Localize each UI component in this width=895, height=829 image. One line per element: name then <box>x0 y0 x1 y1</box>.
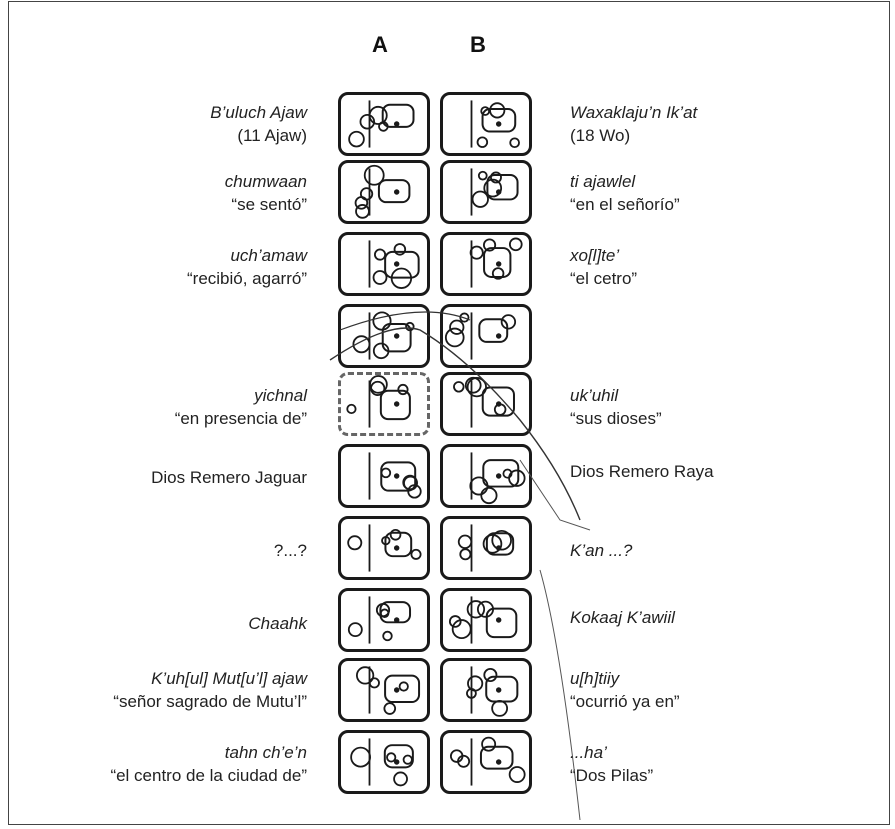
glyph-block-b5 <box>440 372 532 436</box>
gloss: Dios Remero Raya <box>570 460 714 483</box>
gloss: “ocurrió ya en” <box>570 690 680 713</box>
gloss: “recibió, agarró” <box>187 267 307 290</box>
translit: K’uh[ul] Mut[u’l] ajaw <box>113 667 307 690</box>
row-9-left: K’uh[ul] Mut[u’l] ajaw “señor sagrado de… <box>113 667 307 713</box>
glyph-block-a4 <box>338 304 430 368</box>
gloss: “el centro de la ciudad de” <box>110 764 307 787</box>
glyph-block-b2 <box>440 160 532 224</box>
gloss: “sus dioses” <box>570 407 662 430</box>
column-b-heading: B <box>470 32 486 58</box>
row-5-left: yichnal “en presencia de” <box>175 384 307 430</box>
glyph-block-b6 <box>440 444 532 508</box>
translit: u[h]tiiy <box>570 667 680 690</box>
translit: tahn ch’e’n <box>110 741 307 764</box>
gloss: (11 Ajaw) <box>210 124 307 147</box>
gloss: “en el señorío” <box>570 193 680 216</box>
row-5-right: uk’uhil “sus dioses” <box>570 384 662 430</box>
translit: xo[l]te’ <box>570 244 637 267</box>
glyph-block-a9 <box>338 658 430 722</box>
row-3-left: uch’amaw “recibió, agarró” <box>187 244 307 290</box>
gloss: “Dos Pilas” <box>570 764 653 787</box>
row-6-left: Dios Remero Jaguar <box>151 466 307 489</box>
gloss: “el cetro” <box>570 267 637 290</box>
row-1-right: Waxaklaju’n Ik’at (18 Wo) <box>570 101 697 147</box>
translit: uch’amaw <box>187 244 307 267</box>
row-10-right: ...ha’ “Dos Pilas” <box>570 741 653 787</box>
row-7-left: ?...? <box>274 539 307 562</box>
gloss: Dios Remero Jaguar <box>151 466 307 489</box>
row-2-left: chumwaan “se sentó” <box>225 170 307 216</box>
gloss: “señor sagrado de Mutu’l” <box>113 690 307 713</box>
gloss: “en presencia de” <box>175 407 307 430</box>
gloss: “se sentó” <box>225 193 307 216</box>
glyph-block-a10 <box>338 730 430 794</box>
translit: Kokaaj K’awiil <box>570 606 675 629</box>
translit: ti ajawlel <box>570 170 680 193</box>
row-9-right: u[h]tiiy “ocurrió ya en” <box>570 667 680 713</box>
column-a-heading: A <box>372 32 388 58</box>
translit: chumwaan <box>225 170 307 193</box>
glyph-block-b10 <box>440 730 532 794</box>
row-10-left: tahn ch’e’n “el centro de la ciudad de” <box>110 741 307 787</box>
glyph-block-a8 <box>338 588 430 652</box>
row-1-left: B’uluch Ajaw (11 Ajaw) <box>210 101 307 147</box>
glyph-block-a2 <box>338 160 430 224</box>
glyph-block-b7 <box>440 516 532 580</box>
glyph-block-b3 <box>440 232 532 296</box>
translit: yichnal <box>175 384 307 407</box>
translit: Waxaklaju’n Ik’at <box>570 101 697 124</box>
translit: B’uluch Ajaw <box>210 101 307 124</box>
row-8-left: Chaahk <box>248 612 307 635</box>
translit: ?...? <box>274 539 307 562</box>
row-6-right: Dios Remero Raya <box>570 460 714 483</box>
translit: K’an ...? <box>570 539 632 562</box>
row-8-right: Kokaaj K’awiil <box>570 606 675 629</box>
translit: uk’uhil <box>570 384 662 407</box>
glyph-block-a7 <box>338 516 430 580</box>
gloss: (18 Wo) <box>570 124 697 147</box>
glyph-block-b9 <box>440 658 532 722</box>
glyph-block-a3 <box>338 232 430 296</box>
glyph-block-b4 <box>440 304 532 368</box>
glyph-block-b1 <box>440 92 532 156</box>
translit: Chaahk <box>248 612 307 635</box>
glyph-block-a1 <box>338 92 430 156</box>
glyph-block-b8 <box>440 588 532 652</box>
row-3-right: xo[l]te’ “el cetro” <box>570 244 637 290</box>
glyph-block-a6 <box>338 444 430 508</box>
translit: ...ha’ <box>570 741 653 764</box>
row-7-right: K’an ...? <box>570 539 632 562</box>
row-2-right: ti ajawlel “en el señorío” <box>570 170 680 216</box>
glyph-block-a5 <box>338 372 430 436</box>
